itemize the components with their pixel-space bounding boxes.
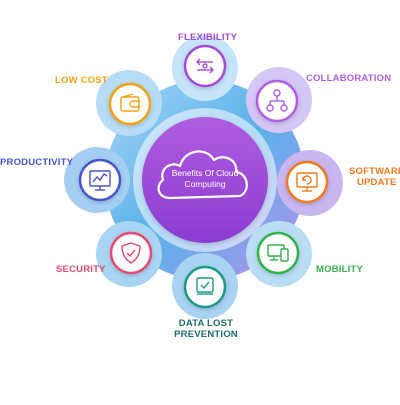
node-flexibility: [183, 44, 227, 88]
label-mobility: MOBILITY: [316, 264, 363, 275]
label-collaboration: COLLABORATION: [306, 73, 392, 84]
dashboard-icon: [89, 170, 111, 191]
node-productivity: [78, 158, 122, 202]
label-low-cost: LOW COST: [55, 75, 108, 86]
node-low-cost: [108, 82, 152, 126]
arrows-icon: [196, 58, 214, 74]
diagram-title: Benefits Of Cloud Computing: [155, 168, 255, 190]
label-security: SECURITY: [56, 264, 106, 275]
network-icon: [266, 89, 288, 112]
node-mobility: [256, 231, 300, 275]
node-security: [109, 231, 153, 275]
cloud-icon: [157, 150, 248, 200]
document-check-icon: [196, 277, 214, 295]
label-dlp-line-2: PREVENTION: [174, 329, 238, 340]
label-software-update-line-1: SOFTWARE: [349, 166, 400, 177]
node-data-lost-prevention: [183, 265, 227, 309]
title-line-2: Computing: [184, 179, 226, 189]
hub-circle: [142, 117, 268, 243]
label-software-update: SOFTWARE UPDATE: [349, 166, 400, 188]
label-data-lost-prevention: DATA LOST PREVENTION: [168, 318, 244, 340]
shield-check-icon: [121, 242, 141, 264]
wallet-icon: [120, 93, 140, 112]
label-software-update-line-2: UPDATE: [356, 177, 397, 188]
node-software-update: [285, 160, 329, 204]
label-productivity: PRODUCTIVITY: [0, 157, 74, 168]
node-collaboration: [255, 79, 299, 123]
label-dlp-line-1: DATA LOST: [178, 318, 234, 329]
devices-icon: [267, 244, 289, 262]
title-line-1: Benefits Of Cloud: [171, 168, 239, 178]
label-flexibility: FLEXIBILITY: [178, 32, 238, 43]
monitor-refresh-icon: [296, 172, 318, 192]
